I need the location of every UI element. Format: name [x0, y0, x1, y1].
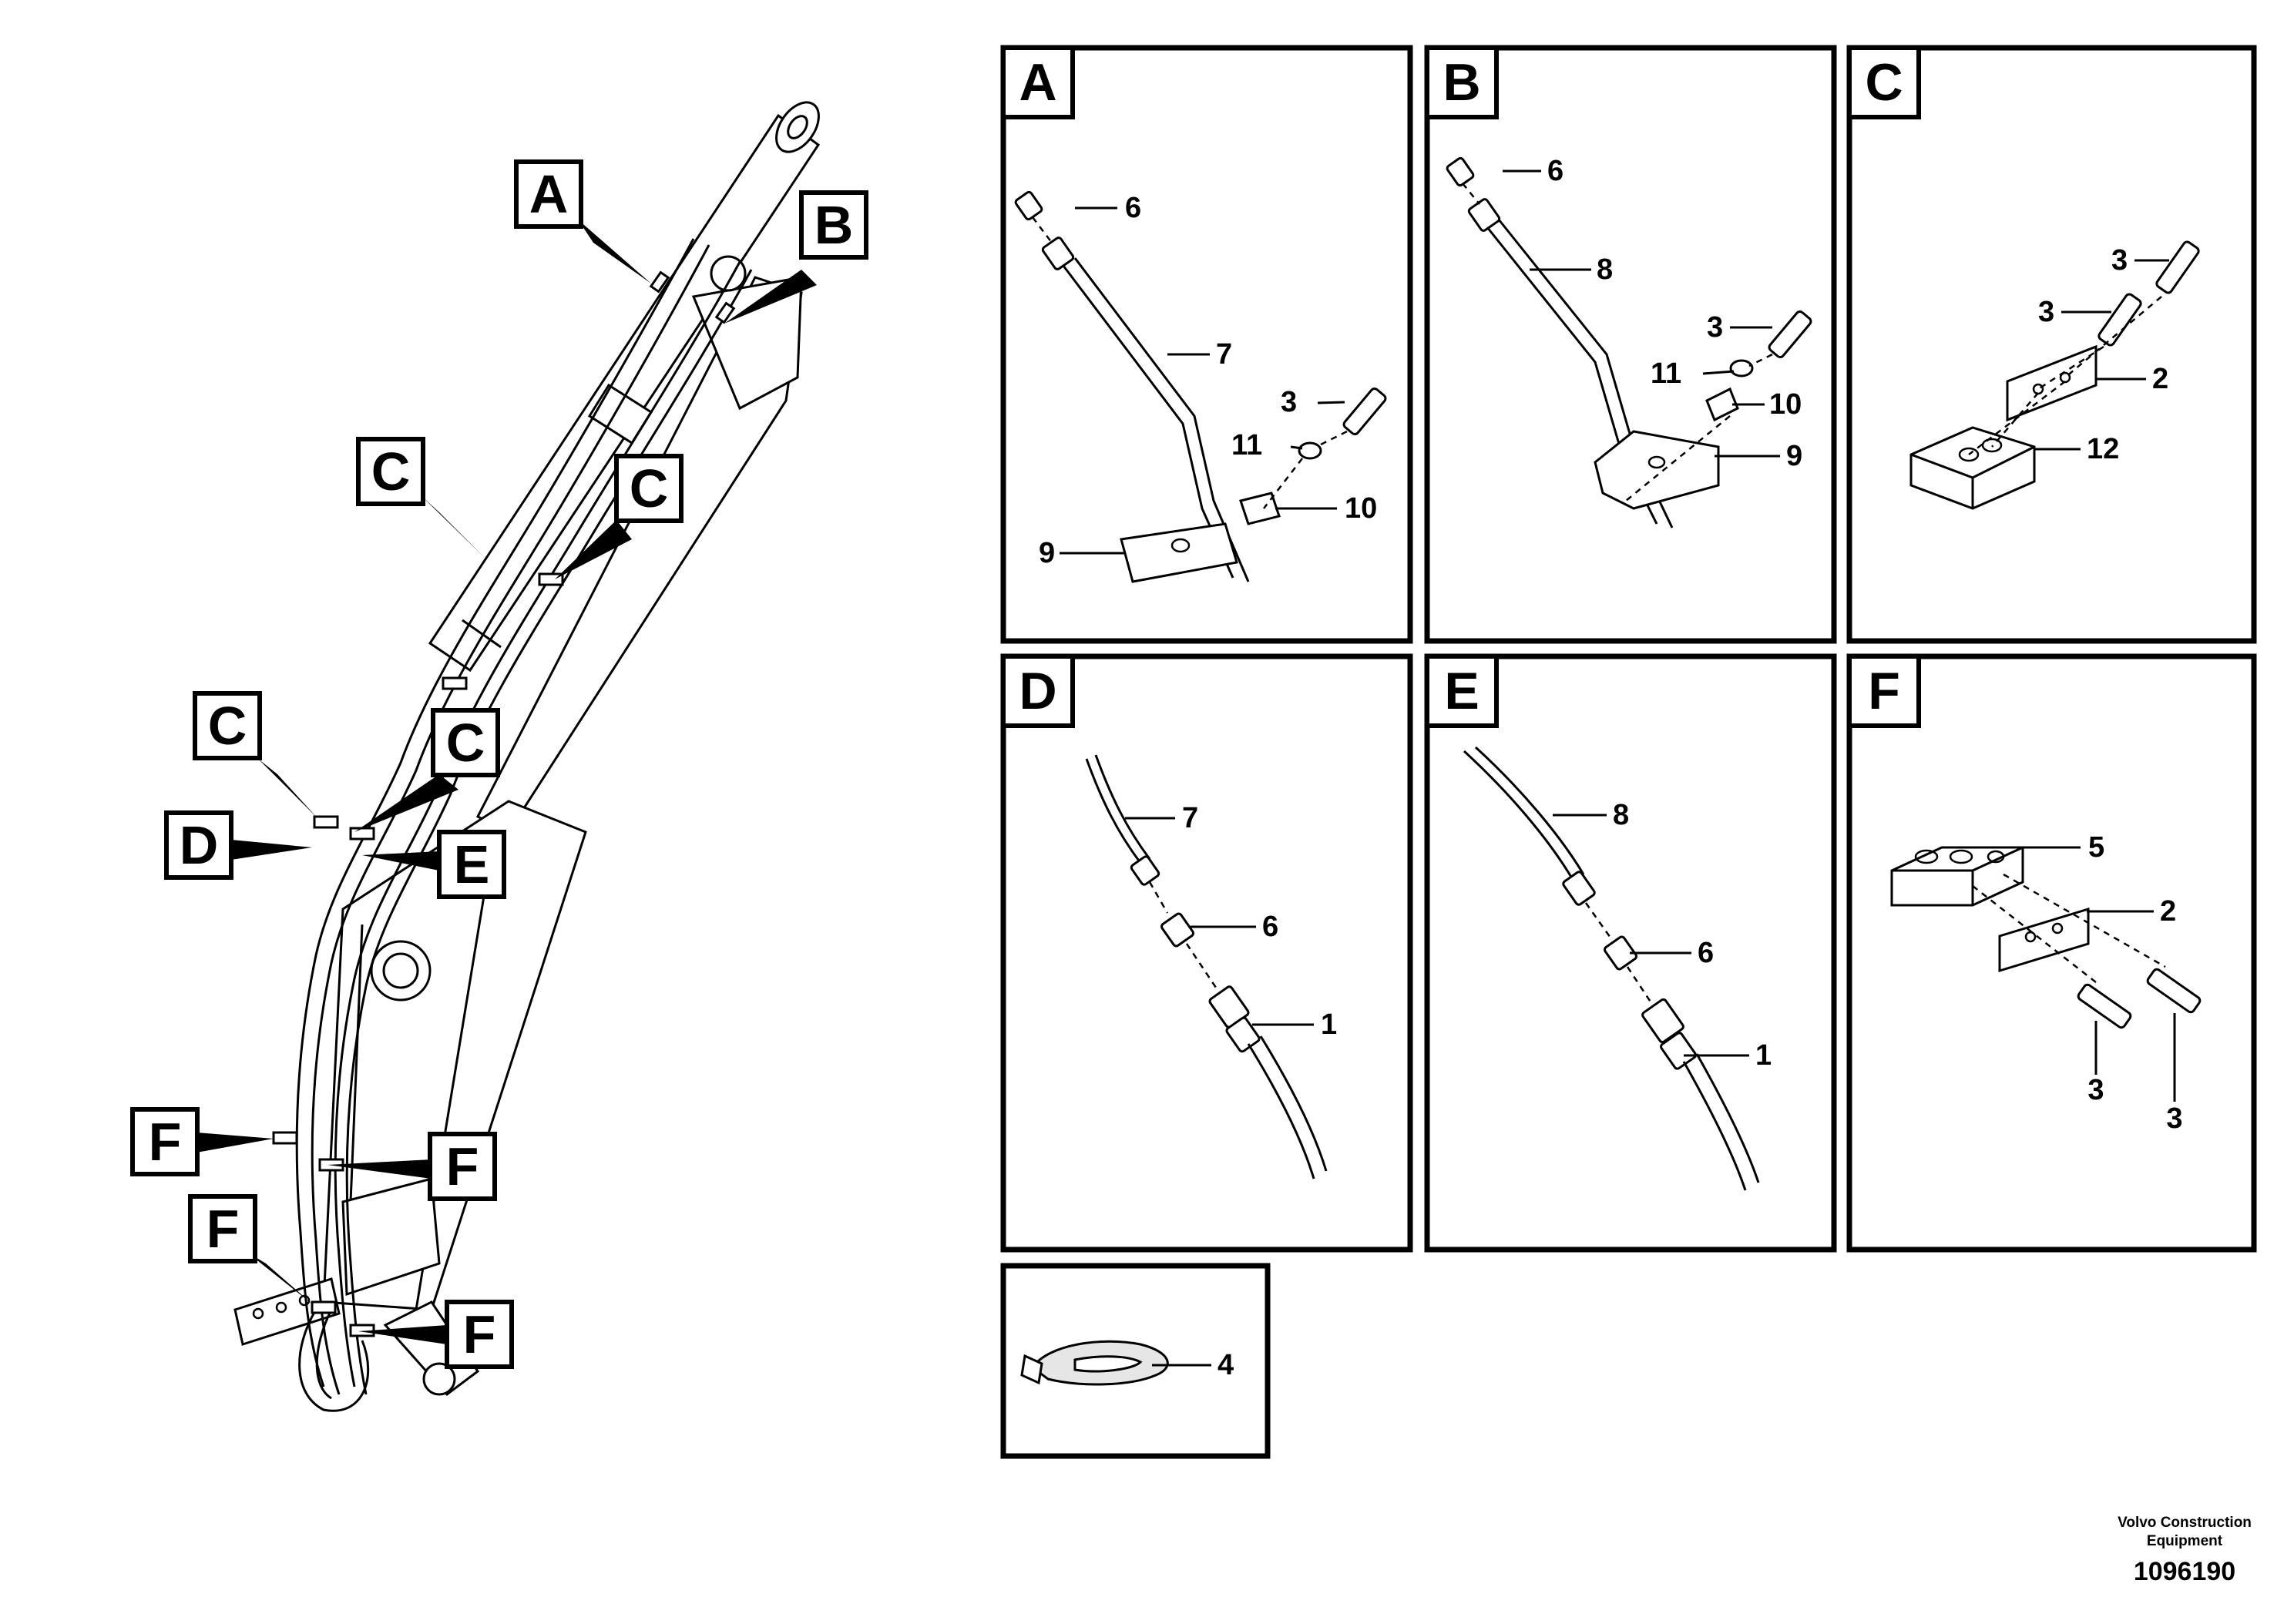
panel-tag: D — [1019, 662, 1056, 720]
arm-assembly-illustration — [233, 101, 821, 1412]
part-number: 7 — [1182, 802, 1198, 834]
panel-E-drawing — [1463, 746, 1760, 1191]
drawing-footer: Volvo Construction Equipment 1096190 — [2081, 1514, 2289, 1587]
callout-label: D — [180, 815, 219, 875]
panel-E-leaders — [1553, 814, 1749, 1057]
panel-tag: B — [1443, 53, 1480, 112]
part-number: 2 — [2152, 363, 2168, 395]
callout-E[interactable]: E — [437, 830, 506, 899]
callout-C-2[interactable]: C — [614, 454, 683, 523]
callout-F-3[interactable]: F — [188, 1194, 257, 1263]
part-number: 3 — [1281, 386, 1297, 418]
part-number: 1 — [1755, 1039, 1772, 1072]
callout-B[interactable]: B — [799, 190, 868, 260]
part-number: 8 — [1597, 253, 1613, 286]
part-number: 6 — [1262, 911, 1278, 943]
panel-tag: A — [1019, 53, 1056, 112]
part-number: 6 — [1547, 155, 1563, 187]
callout-C-3[interactable]: C — [193, 691, 262, 760]
part-number: 10 — [1345, 492, 1377, 525]
part-number: 3 — [2166, 1102, 2182, 1135]
part-number: 3 — [1707, 311, 1723, 344]
panel-A-leaders — [1060, 206, 1345, 555]
callout-D[interactable]: D — [164, 810, 233, 880]
panel-C-drawing — [1909, 240, 2200, 510]
callout-label: C — [208, 696, 247, 756]
panel-B-drawing — [1446, 156, 1812, 528]
detail-panel-cable-tie[interactable]: 4 — [1000, 1263, 1271, 1459]
part-number: 11 — [1651, 357, 1681, 390]
panel-tag: F — [1868, 662, 1900, 720]
detail-panel-D[interactable]: D 7 6 1 — [1000, 653, 1413, 1253]
company-name-line1: Volvo Construction — [2118, 1515, 2252, 1531]
detail-panel-F[interactable]: F 5 2 3 3 — [1846, 653, 2257, 1253]
callout-label: C — [630, 458, 669, 518]
part-number: 1 — [1321, 1008, 1337, 1041]
callout-F-4[interactable]: F — [445, 1300, 514, 1369]
panel-D-drawing — [1085, 754, 1328, 1179]
panel-D-leaders — [1125, 817, 1314, 1026]
part-number: 9 — [1039, 537, 1055, 569]
callout-label: F — [149, 1112, 182, 1172]
drawing-number: 1096190 — [2133, 1557, 2236, 1586]
panel-F-leaders — [2019, 846, 2176, 1102]
callout-A[interactable]: A — [514, 159, 583, 229]
part-number: 7 — [1216, 338, 1232, 371]
callout-C-4[interactable]: C — [431, 708, 500, 777]
panel-C-leaders — [2034, 259, 2169, 451]
callout-pointers — [196, 220, 817, 1344]
panel-F-drawing — [1890, 846, 2202, 1029]
callout-label: B — [814, 195, 854, 255]
detail-panel-B[interactable]: B 6 8 3 11 10 9 — [1424, 45, 1837, 644]
part-number: 10 — [1769, 388, 1802, 421]
callout-F-1[interactable]: F — [130, 1107, 200, 1176]
detail-panel-C[interactable]: C 3 3 2 12 — [1846, 45, 2257, 644]
part-number: 3 — [2038, 296, 2054, 328]
callout-label: E — [454, 834, 490, 894]
part-number: 11 — [1231, 429, 1262, 461]
part-number: 3 — [2111, 244, 2128, 277]
part-number: 6 — [1698, 937, 1714, 969]
callout-label: F — [207, 1199, 240, 1259]
callout-label: A — [529, 164, 569, 224]
panel-tag: E — [1444, 662, 1479, 720]
part-number: 8 — [1613, 799, 1629, 831]
callout-label: F — [446, 1136, 479, 1196]
callout-label: C — [446, 713, 485, 773]
callout-label: F — [463, 1304, 496, 1364]
detail-panel-A[interactable]: A 6 7 3 11 10 9 — [1000, 45, 1413, 644]
callout-C-1[interactable]: C — [356, 437, 425, 506]
company-name-line2: Equipment — [2146, 1533, 2223, 1549]
detail-panel-E[interactable]: E 8 6 1 — [1424, 653, 1837, 1253]
panel-B-leaders — [1503, 169, 1780, 458]
part-number: 12 — [2087, 433, 2119, 465]
callout-F-2[interactable]: F — [428, 1132, 497, 1201]
part-number: 5 — [2088, 831, 2104, 864]
part-number: 2 — [2160, 895, 2176, 928]
panel-A-drawing — [1014, 190, 1387, 583]
cable-tie-icon — [1020, 1340, 1169, 1386]
part-number: 3 — [2087, 1074, 2104, 1106]
part-number: 9 — [1786, 440, 1802, 472]
part-number: 4 — [1218, 1349, 1234, 1381]
panel-tag: C — [1865, 53, 1903, 112]
part-number: 6 — [1125, 192, 1141, 224]
callout-label: C — [371, 441, 411, 502]
